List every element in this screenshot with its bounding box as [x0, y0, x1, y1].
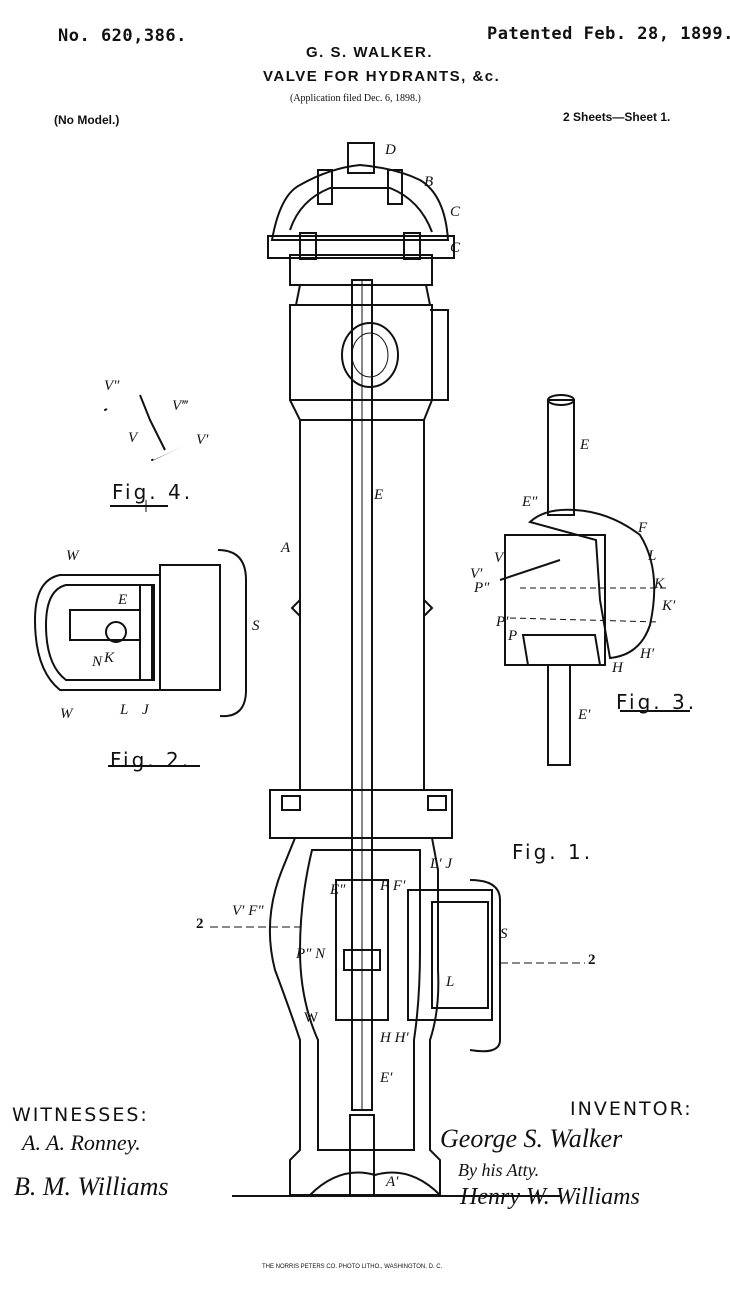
- inventor-by-attorney: By his Atty.: [458, 1160, 539, 1181]
- label-W-fig2-top: W: [66, 548, 79, 565]
- label-C-2: C: [450, 240, 460, 257]
- label-K-fig3: K: [654, 576, 664, 593]
- label-H-fig3: H: [612, 660, 623, 677]
- label-E-fig2: E: [118, 592, 127, 609]
- label-H-H-prime: H H′: [380, 1030, 409, 1047]
- label-L-main: L: [446, 974, 454, 991]
- label-E-double-main: E″: [330, 882, 345, 899]
- fig4-caption: Fig. 4.: [112, 480, 193, 504]
- label-E-main: E: [374, 487, 383, 504]
- fig2-caption: Fig. 2.: [110, 748, 191, 772]
- label-K-fig2: K: [104, 650, 114, 667]
- label-V-prime-fig3: V′: [470, 566, 482, 583]
- section-line-2-right: 2: [588, 952, 596, 969]
- label-E-fig3: E: [580, 437, 589, 454]
- label-L-fig3: L: [648, 548, 656, 565]
- label-B: B: [424, 174, 433, 191]
- witness-signature-1: A. A. Ronney.: [22, 1130, 141, 1156]
- label-S-main: S: [500, 926, 508, 943]
- fig3-caption: Fig. 3.: [616, 690, 697, 714]
- label-P-N: P″ N: [296, 946, 325, 963]
- witnesses-heading: WITNESSES:: [12, 1104, 149, 1126]
- attorney-signature: Henry W. Williams: [460, 1184, 640, 1211]
- label-V-double-fig4: V″: [104, 378, 119, 395]
- label-S-fig2: S: [252, 618, 260, 635]
- label-N-fig2: N: [92, 654, 102, 671]
- label-K-prime-fig3: K′: [662, 598, 675, 615]
- label-V-triple-fig4: V‴: [172, 398, 187, 415]
- label-V-fig4: V: [128, 430, 137, 447]
- witness-signature-2: B. M. Williams: [14, 1172, 169, 1202]
- label-V-prime-F: V′ F″: [232, 903, 264, 920]
- label-E-prime-main: E′: [380, 1070, 392, 1087]
- label-P-fig3: P: [508, 628, 517, 645]
- label-V-prime-fig4: V′: [196, 432, 208, 449]
- fig1-caption: Fig. 1.: [512, 840, 593, 864]
- label-L-prime-J: L′ J: [430, 856, 452, 873]
- label-F-F-prime: F F′: [380, 878, 405, 895]
- label-E-prime-fig3: E′: [578, 707, 590, 724]
- label-W-fig2-bottom: W: [60, 706, 73, 723]
- label-C-1: C: [450, 204, 460, 221]
- inventor-signature: George S. Walker: [440, 1124, 622, 1154]
- label-H-prime-fig3: H′: [640, 646, 654, 663]
- inventor-heading: INVENTOR:: [570, 1098, 693, 1120]
- section-line-2-left: 2: [196, 916, 204, 933]
- label-A: A: [281, 540, 290, 557]
- label-P-prime-fig3: P′: [496, 614, 508, 631]
- label-A-prime: A′: [386, 1174, 398, 1191]
- engraver-credit: THE NORRIS PETERS CO. PHOTO LITHO., WASH…: [262, 1264, 442, 1270]
- label-V-fig3: V: [494, 550, 503, 567]
- label-F-fig3: F: [638, 520, 647, 537]
- label-D: D: [385, 142, 396, 159]
- label-E-double-fig3: E″: [522, 494, 537, 511]
- label-J-fig2: J: [142, 702, 149, 719]
- label-W-main: W: [304, 1010, 318, 1027]
- label-L-fig2: L: [120, 702, 128, 719]
- fig2-section: [35, 550, 246, 766]
